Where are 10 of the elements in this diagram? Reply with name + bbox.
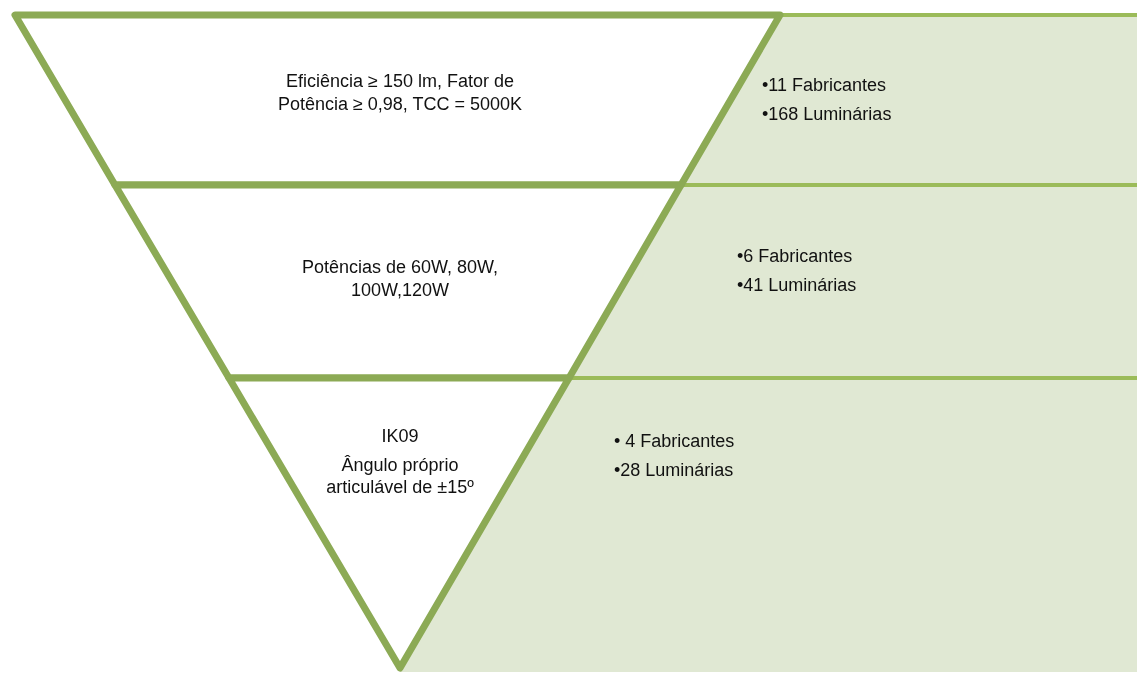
bullet-item: •168 Luminárias <box>762 102 893 125</box>
bullet-item: •41 Luminárias <box>737 273 858 296</box>
segment-text: Ângulo próprio articulável de ±15º <box>325 453 475 499</box>
segment-heading: IK09 <box>380 425 420 448</box>
bullet-item: •11 Fabricantes <box>762 74 888 97</box>
bullet-item: •6 Fabricantes <box>737 245 854 268</box>
segment-text: Eficiência ≥ 150 lm, Fator de Potência ≥ 0,98, TCC = 5000K <box>276 70 524 115</box>
bullet-item: • 4 Fabricantes <box>614 430 736 453</box>
bullet-item: •28 Luminárias <box>614 458 735 481</box>
segment-text: Potências de 60W, 80W, 100W,120W <box>300 256 500 301</box>
